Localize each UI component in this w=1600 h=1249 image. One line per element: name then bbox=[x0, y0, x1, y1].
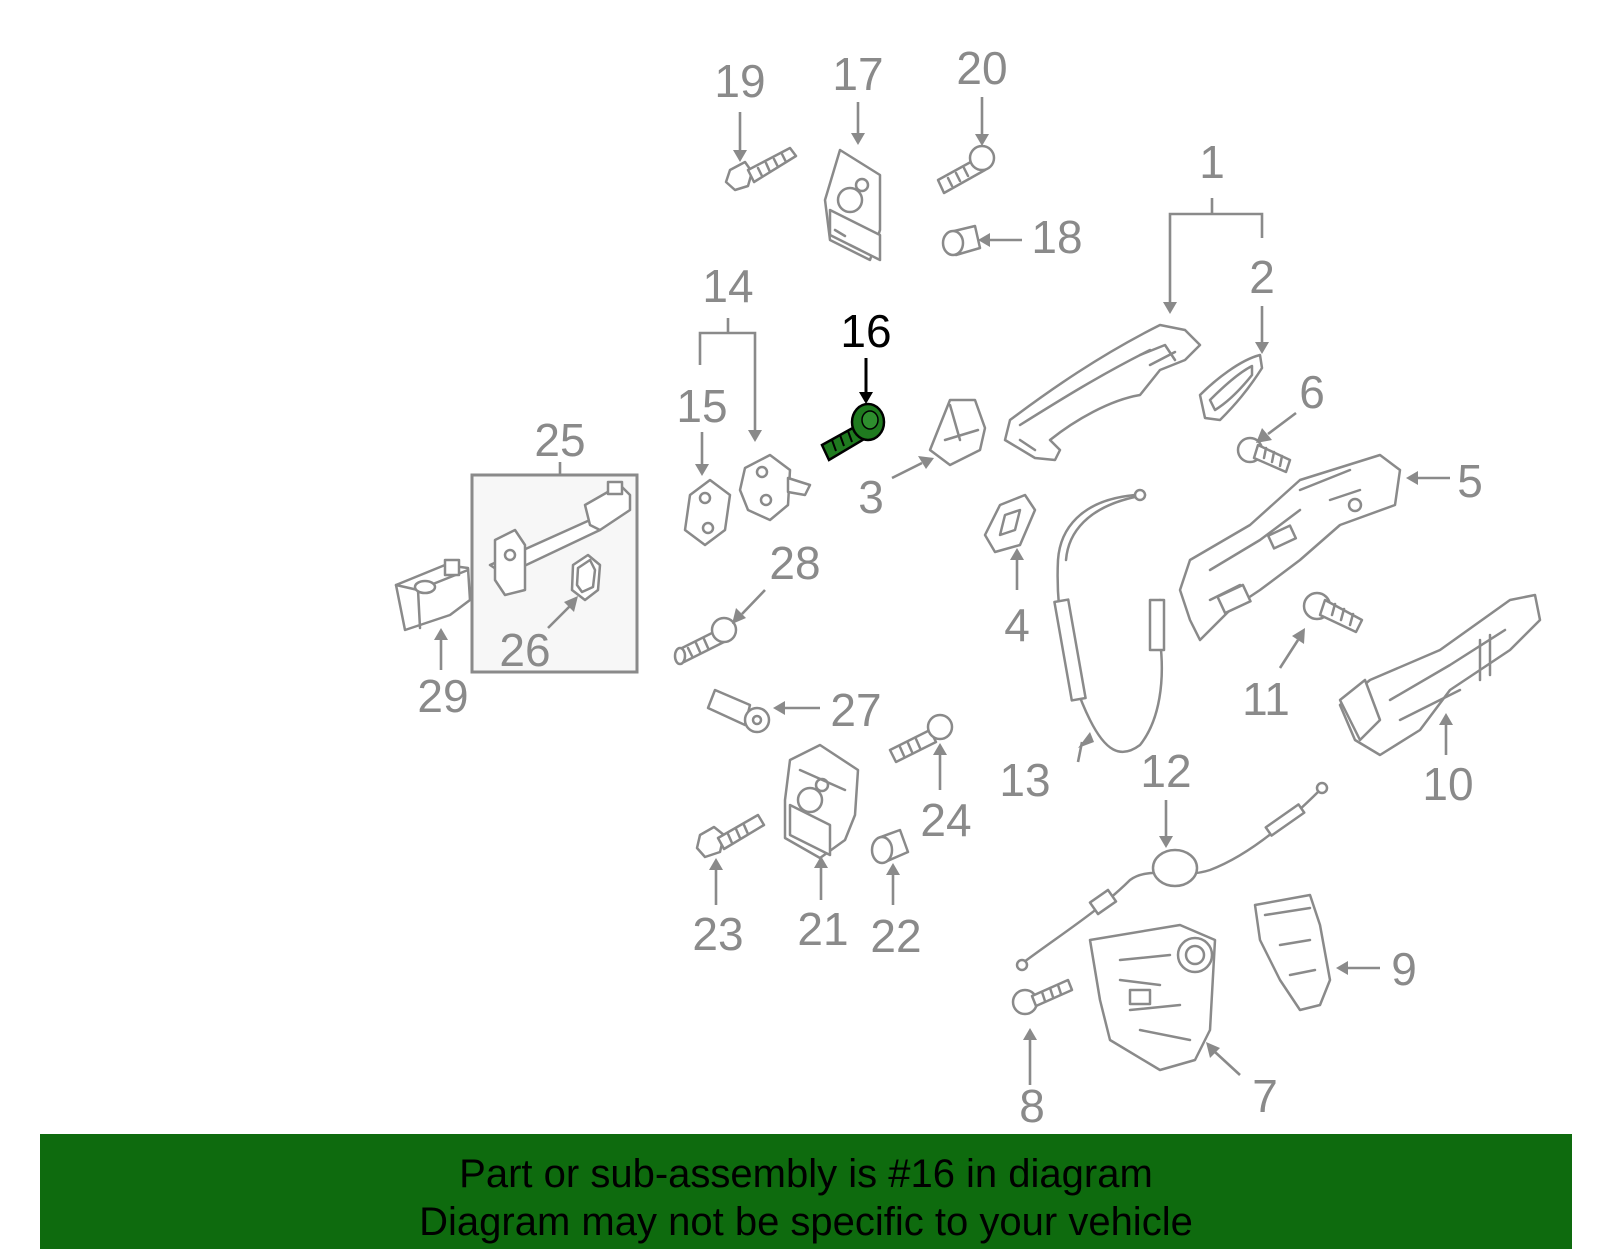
part-4-cover bbox=[983, 493, 1037, 554]
part-23-bolt bbox=[695, 813, 766, 859]
part-26-pad bbox=[570, 553, 602, 602]
callout-26: 26 bbox=[499, 624, 550, 676]
banner-line-part-info: Part or sub-assembly is #16 in diagram bbox=[459, 1152, 1153, 1196]
part-5-bracket bbox=[1178, 453, 1402, 642]
callout-3: 3 bbox=[858, 471, 884, 523]
callout-24: 24 bbox=[920, 794, 971, 846]
part-20-bolt bbox=[936, 144, 996, 195]
callout-8: 8 bbox=[1019, 1080, 1045, 1132]
part-9-bracket bbox=[1253, 893, 1332, 1012]
part-21-hinge bbox=[783, 743, 860, 860]
part-10-inside-handle bbox=[1338, 593, 1542, 757]
parts-diagram: 1 2 3 4 5 6 7 8 9 10 11 12 13 14 15 16 1… bbox=[394, 42, 1542, 1132]
callout-22: 22 bbox=[870, 910, 921, 962]
part-3-cap bbox=[928, 398, 987, 467]
part-8-bolt bbox=[1011, 978, 1074, 1016]
info-banner: Part or sub-assembly is #16 in diagram D… bbox=[40, 1134, 1572, 1249]
part-28-bolt bbox=[673, 616, 738, 666]
part-15-seal bbox=[683, 478, 732, 547]
callout-1: 1 bbox=[1199, 136, 1225, 188]
part-1-outside-handle bbox=[1003, 323, 1202, 462]
callout-25: 25 bbox=[534, 414, 585, 466]
part-29-bracket bbox=[394, 558, 472, 632]
callout-4: 4 bbox=[1004, 599, 1030, 651]
callout-2: 2 bbox=[1249, 251, 1275, 303]
part-14-seal bbox=[738, 453, 812, 522]
callout-numbers: 1 2 3 4 5 6 7 8 9 10 11 12 13 14 15 16 1… bbox=[417, 42, 1482, 1132]
part-13-cable bbox=[1053, 488, 1166, 754]
callout-18: 18 bbox=[1031, 211, 1082, 263]
callout-13: 13 bbox=[999, 754, 1050, 806]
callout-12: 12 bbox=[1140, 745, 1191, 797]
callout-10: 10 bbox=[1422, 758, 1473, 810]
callout-5: 5 bbox=[1457, 455, 1483, 507]
callout-15: 15 bbox=[676, 380, 727, 432]
part-11-screw bbox=[1302, 591, 1364, 634]
part-6-screw bbox=[1236, 436, 1292, 474]
part-19-bolt bbox=[724, 146, 798, 192]
callout-6: 6 bbox=[1299, 366, 1325, 418]
callout-17: 17 bbox=[832, 48, 883, 100]
part-16-bolt bbox=[820, 402, 886, 462]
callout-21: 21 bbox=[797, 903, 848, 955]
banner-line-disclaimer: Diagram may not be specific to your vehi… bbox=[419, 1200, 1193, 1244]
callout-19: 19 bbox=[714, 55, 765, 107]
callout-9: 9 bbox=[1391, 943, 1417, 995]
leader-lines bbox=[434, 97, 1453, 1085]
callout-14: 14 bbox=[702, 260, 753, 312]
part-12-cable bbox=[1015, 781, 1329, 972]
callout-11: 11 bbox=[1242, 673, 1290, 725]
callout-23: 23 bbox=[692, 908, 743, 960]
part-7-latch bbox=[1088, 923, 1217, 1072]
part-24-bolt bbox=[888, 713, 954, 764]
callout-29: 29 bbox=[417, 670, 468, 722]
part-27-bolt bbox=[706, 688, 771, 734]
callout-28: 28 bbox=[769, 537, 820, 589]
callout-7: 7 bbox=[1252, 1070, 1278, 1122]
part-2-gasket bbox=[1198, 353, 1264, 422]
part-25-check-strap bbox=[488, 480, 632, 597]
part-18-bushing bbox=[941, 224, 982, 257]
part-17-hinge bbox=[823, 148, 882, 262]
part-22-bushing bbox=[870, 828, 910, 865]
callout-16-highlighted: 16 bbox=[840, 305, 891, 357]
callout-27: 27 bbox=[830, 684, 881, 736]
callout-20: 20 bbox=[956, 42, 1007, 94]
